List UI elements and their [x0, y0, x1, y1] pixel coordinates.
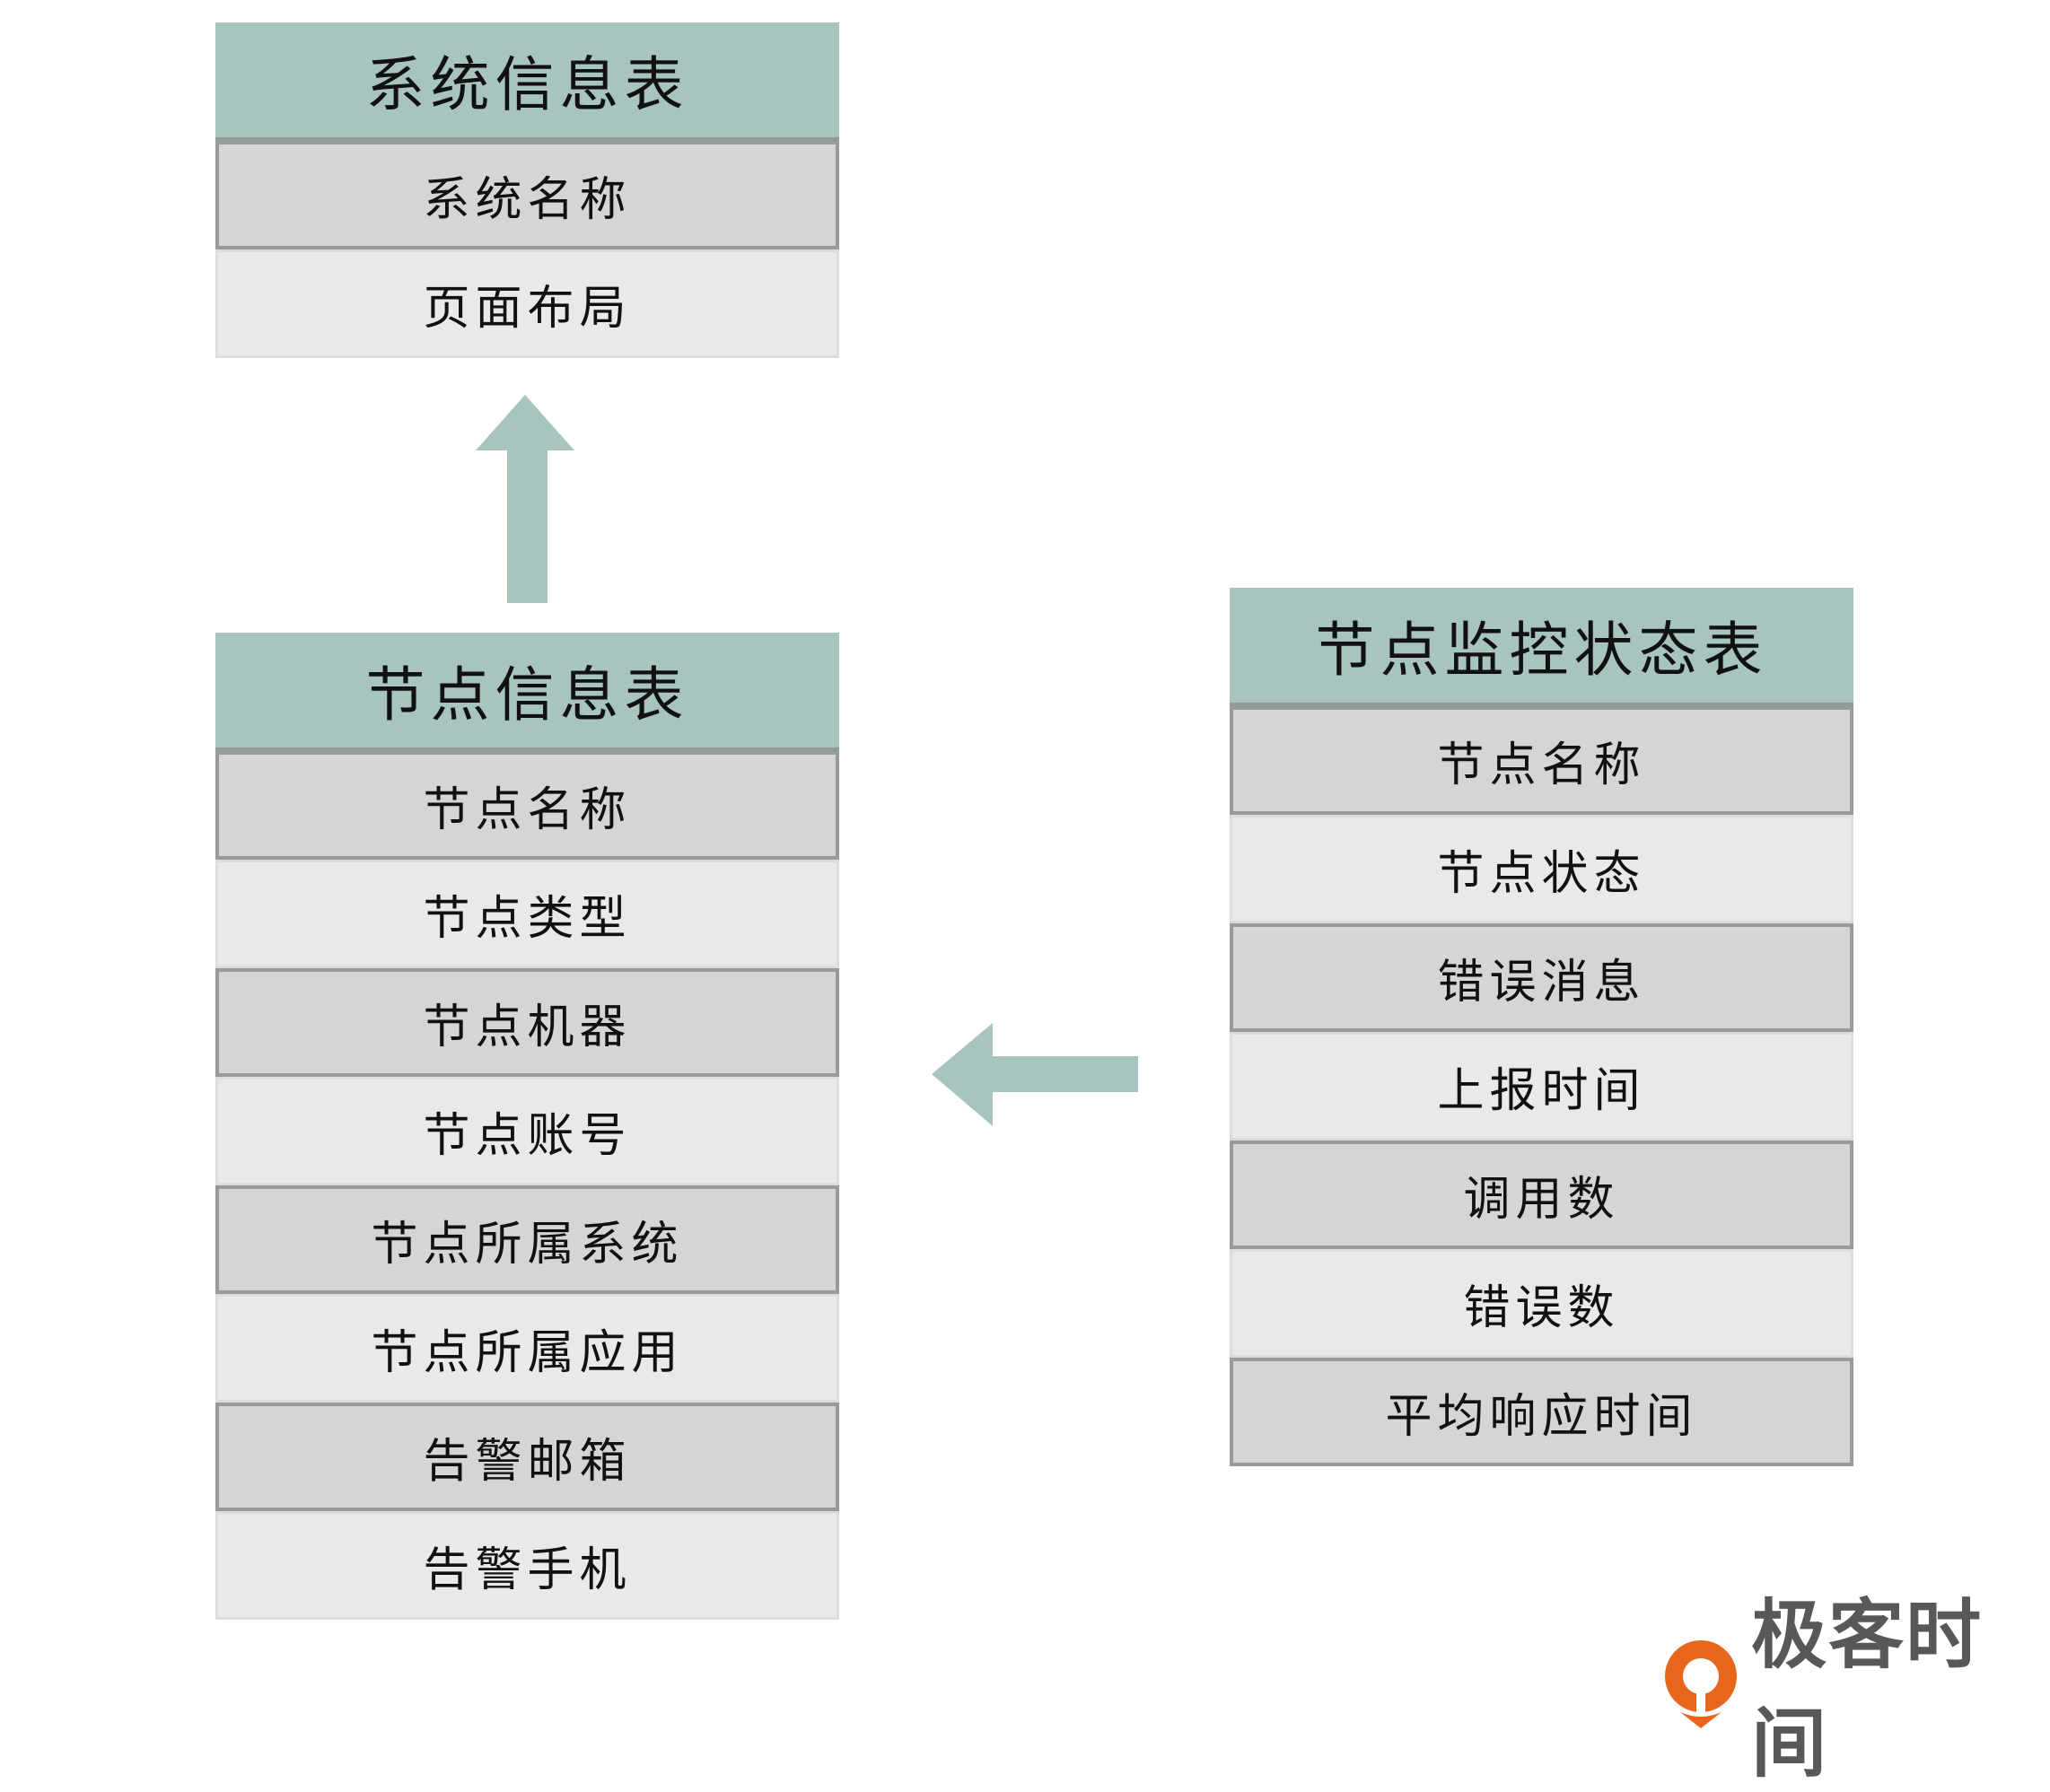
logo-text: 极客时间	[1751, 1591, 1984, 1788]
table-row: 节点账号	[215, 1077, 839, 1185]
table-header: 节点信息表	[215, 633, 839, 751]
geektime-logo: 极客时间	[1660, 1575, 2050, 1792]
arrow-left-icon	[932, 1023, 1138, 1126]
table-row: 上报时间	[1230, 1032, 1853, 1141]
table-row: 调用数	[1230, 1141, 1853, 1249]
node-monitor-status-table: 节点监控状态表 节点名称 节点状态 错误消息 上报时间 调用数 错误数 平均响应…	[1230, 588, 1853, 1466]
table-row: 页面布局	[215, 249, 839, 358]
table-row: 错误数	[1230, 1249, 1853, 1358]
table-row: 节点机器	[215, 968, 839, 1077]
logo-pin-icon	[1665, 1640, 1737, 1728]
table-row: 节点类型	[215, 860, 839, 968]
table-row: 系统名称	[215, 141, 839, 249]
table-row: 节点名称	[1230, 706, 1853, 815]
system-info-table: 系统信息表 系统名称 页面布局	[215, 22, 839, 358]
table-header: 系统信息表	[215, 22, 839, 141]
table-row: 节点状态	[1230, 815, 1853, 923]
node-info-table: 节点信息表 节点名称 节点类型 节点机器 节点账号 节点所属系统 节点所属应用 …	[215, 633, 839, 1620]
table-row: 告警手机	[215, 1511, 839, 1620]
table-row: 节点名称	[215, 751, 839, 860]
table-row: 节点所属系统	[215, 1185, 839, 1294]
table-header: 节点监控状态表	[1230, 588, 1853, 706]
table-row: 错误消息	[1230, 923, 1853, 1032]
table-row: 平均响应时间	[1230, 1358, 1853, 1466]
table-row: 节点所属应用	[215, 1294, 839, 1403]
table-row: 告警邮箱	[215, 1403, 839, 1511]
arrow-up-icon	[476, 395, 574, 603]
